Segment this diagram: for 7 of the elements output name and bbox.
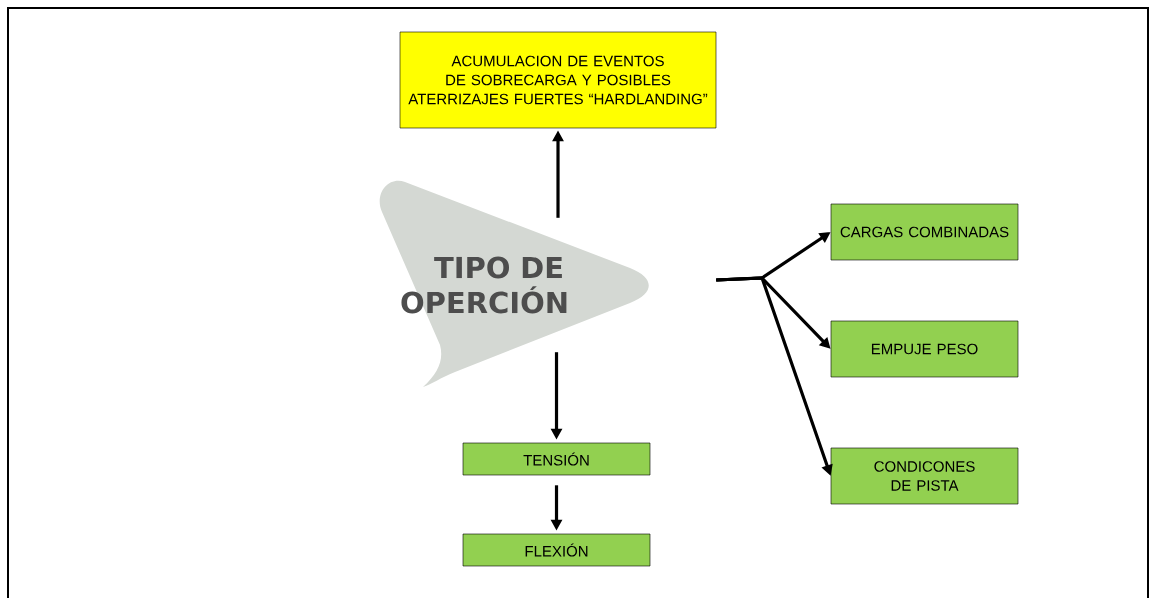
process-box: FLEXIÓN (462, 533, 651, 567)
speech-bubble: TIPO DE OPERCIÓN (379, 180, 649, 387)
process-box: CARGAS COMBINADAS (830, 203, 1019, 261)
note-box: ACUMULACION DE EVENTOS DE SOBRECARGA Y POSIBLES ATERRIZAJES FUERTES “HARDLANDING” (399, 31, 717, 129)
process-box: EMPUJE PESO (830, 320, 1019, 378)
process-box: CONDICONES DE PISTA (830, 447, 1019, 505)
process-box: TENSIÓN (462, 442, 651, 476)
